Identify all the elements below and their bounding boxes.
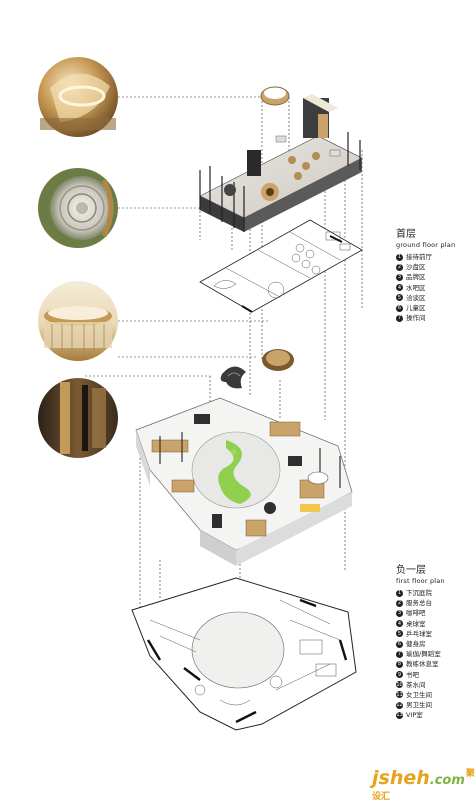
- legend-number-badge: 3: [396, 609, 403, 617]
- detail-photo-pendant-lamp: [38, 57, 118, 137]
- legend-label: 服务总台: [406, 599, 432, 608]
- floating-sculpture: [220, 366, 246, 389]
- legend-label: 桌球室: [406, 619, 426, 628]
- ground-floor-subtitle: ground floor plan: [396, 241, 456, 249]
- legend-label: 接待前厅: [406, 253, 432, 262]
- legend-number-badge: 1: [396, 589, 403, 597]
- legend-label: 洽谈区: [406, 293, 426, 302]
- legend-number-badge: 7: [396, 314, 403, 322]
- watermark-domain: .com: [429, 773, 465, 788]
- legend-number-badge: 4: [396, 620, 403, 628]
- detail-photo-ceiling-ring: [38, 281, 118, 361]
- legend-number-badge: 6: [396, 640, 403, 648]
- legend-number-badge: 12: [396, 701, 403, 709]
- legend-number-badge: 2: [396, 599, 403, 607]
- detail-photo-dark-panel: [38, 378, 118, 458]
- legend-number-badge: 10: [396, 681, 403, 689]
- legend-number-badge: 8: [396, 660, 403, 668]
- legend-number-badge: 2: [396, 263, 403, 271]
- legend-label: 教练休息室: [406, 660, 439, 669]
- legend-label: 书吧: [406, 670, 419, 679]
- floating-ring-lamp: [260, 86, 290, 106]
- legend-label: 男卫生间: [406, 701, 432, 710]
- legend-number-badge: 5: [396, 294, 403, 302]
- legend-label: 女卫生间: [406, 690, 432, 699]
- ground-floor-plan-outline: [199, 219, 363, 313]
- watermark-text: jsheh: [372, 767, 430, 789]
- ground-floor-title: 首层: [396, 229, 416, 240]
- legend-label: 儿童区: [406, 304, 426, 313]
- legend-label: 健身房: [406, 640, 426, 649]
- legend-label: 操作间: [406, 314, 426, 323]
- legend-label: 品牌区: [406, 273, 426, 282]
- first-floor-subtitle: first floor plan: [396, 577, 445, 585]
- legend-number-badge: 4: [396, 284, 403, 292]
- legend-label: 茶水间: [406, 680, 426, 689]
- ground-floor-3d-model: [199, 94, 363, 232]
- legend-label: 水吧区: [406, 283, 426, 292]
- first-floor-plan-outline: [131, 577, 357, 731]
- legend-number-badge: 3: [396, 273, 403, 281]
- legend-number-badge: 9: [396, 671, 403, 679]
- legend-number-badge: 13: [396, 711, 403, 719]
- legend-label: 下沉庭院: [406, 589, 432, 598]
- floating-round-ceiling: [262, 349, 294, 371]
- detail-photo-chandelier: [38, 168, 118, 248]
- legend-number-badge: 5: [396, 630, 403, 638]
- legend-label: 瑜伽/舞蹈室: [406, 650, 441, 659]
- legend-number-badge: 6: [396, 304, 403, 312]
- legend-label: 咖啡吧: [406, 609, 426, 618]
- legend-label: 沙盘区: [406, 263, 426, 272]
- first-floor-title: 负一层: [396, 565, 426, 576]
- watermark-brand: 聚设汇: [372, 769, 475, 802]
- first-floor-3d-model: [135, 397, 353, 566]
- legend-label: 乒乓球室: [406, 629, 432, 638]
- legend-label: VIP室: [406, 711, 423, 720]
- legend-number-badge: 7: [396, 650, 403, 658]
- legend-number-badge: 1: [396, 253, 403, 261]
- legend-number-badge: 11: [396, 691, 403, 699]
- site-watermark-logo: jsheh.com聚设汇: [372, 766, 475, 811]
